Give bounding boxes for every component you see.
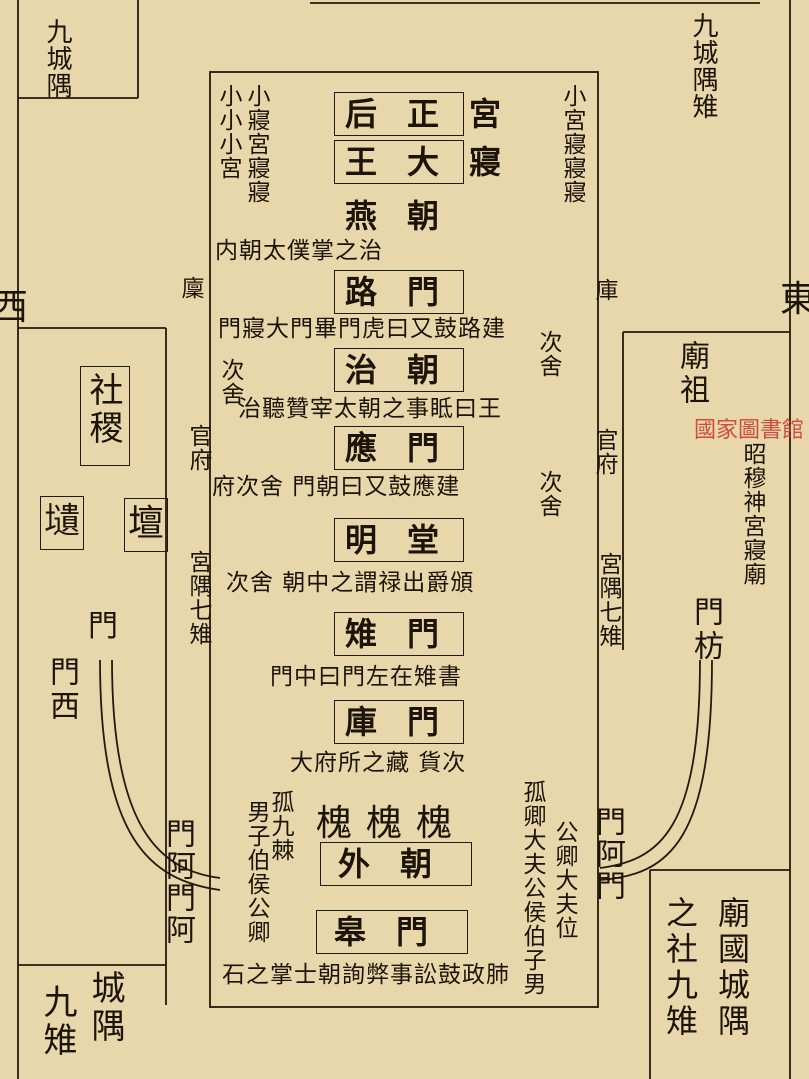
wai-court-label: 外朝 — [338, 845, 463, 883]
zhi-court-note: 治聽贊宰太朝之事眡曰王 — [238, 396, 502, 422]
right-vert-d: 次舍 — [535, 470, 561, 518]
inner-line-3: 小宮寢寢寢 — [559, 84, 585, 204]
ming-hall-note: 次舍 朝中之謂禄出爵頒 — [226, 570, 475, 596]
left-vert-d: 次舍 — [217, 358, 243, 406]
gao-gate-label: 皋門 — [334, 913, 459, 951]
nine-city-corner-tr: 九城隅雉 — [688, 12, 718, 120]
ku-gate-note: 大府所之藏 貨次 — [290, 750, 467, 776]
west-outer-gate-label: 門西 — [44, 656, 79, 724]
tan-box-2 — [40, 496, 84, 550]
inner-line-1: 小小小宮 — [215, 84, 241, 180]
inner-line-2: 小寢宮寢寢 — [243, 84, 269, 204]
ying-gate-note: 府次舍 門朝曰又鼓應建 — [212, 474, 461, 500]
three-huai-trees: 槐槐槐 — [316, 803, 467, 844]
yan-court-label: 燕朝 — [345, 197, 470, 235]
zhi-court-box — [334, 348, 464, 392]
lu-gate-label: 路門 — [345, 273, 470, 311]
zhi-gate-box — [334, 612, 464, 656]
right-vert-a: 庫 — [591, 278, 617, 302]
right-vert-b: 次舍 — [535, 330, 561, 378]
inner-line-4: 内朝太僕掌之治 — [215, 238, 383, 264]
a-men-east: 門阿門 — [590, 806, 625, 902]
west-mark: 西 — [0, 287, 43, 328]
tan-box-1 — [124, 498, 168, 552]
right-vert-e: 宮隅七雉 — [595, 552, 621, 648]
queen-palace-box — [334, 92, 464, 136]
zhi-court-label: 治朝 — [345, 351, 470, 389]
lu-gate-note: 門寢大門畢門虎曰又鼓路建 — [218, 316, 506, 342]
ancestor-temple-label: 廟祖 — [674, 340, 709, 408]
east-nobles: 孤卿大夫公侯伯子男 — [519, 780, 545, 996]
a-men-west: 門阿門阿 — [160, 818, 195, 946]
ku-gate-box — [334, 700, 464, 744]
gao-gate-note: 石之掌士朝詢弊事訟鼓政肺 — [222, 962, 510, 988]
ming-hall-box — [334, 518, 464, 562]
lu-gate-box — [334, 270, 464, 314]
she-altar-box — [80, 366, 130, 466]
nine-city-corner-bl: 九雉 — [37, 984, 77, 1060]
wai-court-box — [320, 842, 472, 886]
left-vert-c: 宮隅七雉 — [185, 550, 211, 646]
she-altar-label: 社稷 — [83, 372, 123, 448]
west-inner-gate: 門 — [88, 609, 118, 644]
nine-city-corner-bl-b: 城隅 — [85, 970, 125, 1046]
zhi-gate-label: 雉門 — [345, 615, 470, 653]
ancestor-notes: 昭穆神宮寢廟 — [739, 442, 765, 586]
king-sleep-box — [334, 140, 464, 184]
king-sleep-label: 王大寢 — [345, 143, 532, 181]
east-mark: 東 — [780, 279, 809, 320]
right-vert-c: 官府 — [591, 428, 617, 476]
ying-gate-box — [334, 426, 464, 470]
west-nobles-b: 孤九棘 — [267, 790, 293, 862]
tan-label-1: 壇 — [128, 503, 179, 544]
fang-gate-label: 門枋 — [688, 596, 723, 664]
ku-gate-label: 庫門 — [345, 703, 470, 741]
ying-gate-label: 應門 — [345, 429, 470, 467]
nine-city-corner-br-b: 廟國城隅 — [713, 896, 751, 1040]
ming-hall-label: 明堂 — [345, 521, 470, 559]
left-vert-a: 廩 — [177, 276, 203, 300]
gao-gate-box — [316, 910, 468, 954]
library-stamp: 國家圖書館 — [694, 418, 805, 443]
queen-palace-label: 后正宮 — [345, 95, 532, 133]
west-nobles: 男子伯侯公卿 — [243, 800, 269, 944]
east-nobles-b: 公卿大夫位 — [551, 820, 577, 940]
nine-city-corner-tl: 九城隅 — [42, 18, 72, 99]
zhi-gate-note: 門中曰門左在雉書 — [270, 664, 462, 690]
nine-city-corner-br: 之社九雉 — [661, 896, 699, 1040]
tan-label-2: 壝 — [44, 501, 95, 542]
left-vert-b: 官府 — [185, 424, 211, 472]
